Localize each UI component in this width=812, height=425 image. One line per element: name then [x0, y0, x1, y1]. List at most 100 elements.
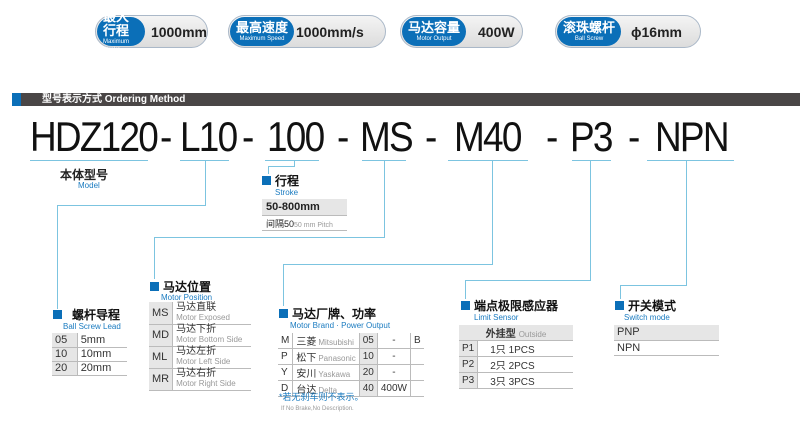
- square-icon: [461, 301, 470, 310]
- underline: [265, 160, 319, 161]
- connector: [57, 205, 206, 206]
- badge-cn: 最高速度: [236, 19, 289, 35]
- badge-value: ϕ16mm: [631, 23, 682, 40]
- table-cell: -: [377, 364, 411, 381]
- lead-title-text: 螺杆导程: [72, 308, 121, 322]
- sensor-title: 端点极限感应器: [461, 297, 558, 314]
- connector: [57, 205, 58, 309]
- connector: [154, 237, 385, 238]
- connector: [294, 160, 295, 166]
- stroke-title: 行程: [262, 172, 299, 189]
- model-label: 本体型号: [60, 168, 109, 182]
- position-subtitle: Motor Position: [161, 293, 213, 302]
- connector: [686, 160, 687, 285]
- badge-en: Maximum Speed: [239, 35, 285, 42]
- stroke-title-text: 行程: [275, 174, 300, 188]
- connector: [590, 160, 591, 280]
- code-lead: L10: [180, 113, 238, 160]
- table-cell: 1只 1PCS: [477, 340, 573, 357]
- connector: [205, 160, 206, 205]
- table-cell: -: [377, 333, 411, 349]
- cell-cn: 三菱: [296, 337, 317, 348]
- square-icon: [615, 301, 624, 310]
- switch-subtitle: Switch mode: [624, 313, 670, 322]
- stroke-range: 50-800mm: [262, 199, 347, 216]
- table-cell: PNP: [614, 325, 719, 341]
- table-cell: 05: [359, 333, 378, 349]
- square-icon: [279, 309, 288, 318]
- table-cell: 2只 2PCS: [477, 356, 573, 373]
- code-dash: -: [425, 113, 437, 160]
- table-cell: MD: [149, 324, 174, 347]
- table-cell: 10: [359, 348, 378, 365]
- cell-en: Motor Bottom Side: [176, 335, 243, 344]
- table-cell: Y: [278, 364, 294, 381]
- code-switch: NPN: [655, 113, 730, 160]
- connector: [283, 264, 284, 306]
- cell-cn: 马达直联: [176, 301, 217, 313]
- cell-en: Panasonic: [318, 354, 356, 363]
- table-cell: [410, 364, 424, 381]
- table-cell: 20: [359, 364, 378, 381]
- badge-value: 1000mm: [150, 23, 207, 40]
- cell-cn: 马达右折: [176, 368, 217, 379]
- cell-en: Motor Exposed: [176, 312, 230, 322]
- table-cell: [410, 348, 424, 365]
- sensor-title-text: 端点极限感应器: [474, 299, 559, 313]
- badge-en: Ball Screw: [574, 35, 604, 42]
- stroke-pitch-en: 50 mm Pitch: [294, 222, 333, 229]
- connector: [154, 237, 155, 279]
- badge-cn: 马达容量: [408, 19, 461, 35]
- code-position: MS: [360, 113, 414, 160]
- underline: [448, 160, 528, 161]
- connector: [620, 285, 687, 286]
- cell-en: Delta: [318, 386, 338, 395]
- badge-en: Maximum Stroke: [103, 38, 130, 53]
- cell-cn: 松下: [296, 353, 317, 364]
- code-dash: -: [628, 113, 640, 160]
- table-cell: 3只 3PCS: [477, 372, 573, 389]
- brand-note-en: If No Brake,No Description.: [281, 406, 354, 412]
- table-cell: -: [377, 348, 411, 365]
- code-dash: -: [546, 113, 558, 160]
- badge-en: Motor Output: [416, 35, 452, 42]
- switch-title: 开关模式: [615, 297, 676, 314]
- badge-value: 400W: [478, 23, 515, 40]
- table-cell: M: [278, 333, 294, 349]
- connector: [465, 280, 466, 299]
- connector: [384, 160, 385, 237]
- table-cell: MR: [149, 368, 174, 391]
- table-cell: [410, 380, 424, 397]
- table-row: NPN: [614, 340, 719, 356]
- cell-en: Yaskawa: [318, 370, 351, 379]
- table-cell: 20: [52, 361, 78, 376]
- connector: [268, 166, 295, 167]
- stroke-pitch: 间隔5050 mm Pitch: [262, 217, 347, 231]
- underline: [647, 160, 734, 161]
- badge-cn: 滚珠螺杆: [563, 19, 616, 35]
- connector: [492, 160, 493, 264]
- connector: [268, 166, 269, 174]
- table-cell: P2: [459, 356, 479, 373]
- table-cell: P: [278, 348, 294, 365]
- underline: [572, 160, 611, 161]
- code-motor: M40: [454, 113, 522, 160]
